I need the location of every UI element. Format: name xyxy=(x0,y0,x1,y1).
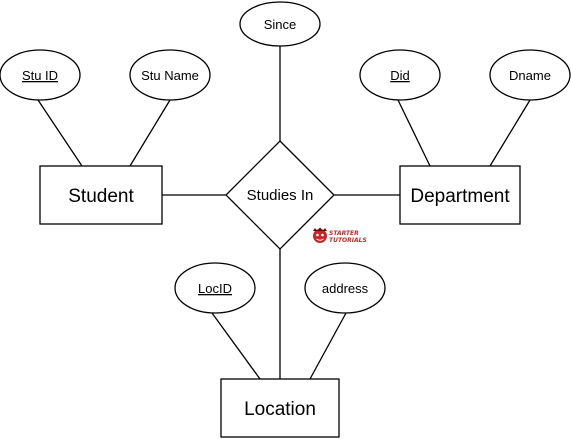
attribute-label: Since xyxy=(264,17,297,32)
relationship-diamond xyxy=(225,140,335,250)
attribute-since: Since xyxy=(239,1,321,47)
connectors xyxy=(37,45,531,380)
entity-box xyxy=(39,165,163,225)
key-attribute-label: Stu ID xyxy=(22,68,58,83)
attribute-label: Stu Name xyxy=(141,68,199,83)
entity-label: Department xyxy=(410,186,510,207)
attribute-ellipse xyxy=(489,49,571,101)
starter-tutorials-watermark: STARTER TUTORIALS xyxy=(313,227,367,244)
attribute-dname: Dname xyxy=(489,49,571,101)
entity-box xyxy=(220,378,340,438)
key-attribute-label: Did xyxy=(390,68,410,83)
edge-address-location xyxy=(309,312,347,380)
attribute-ellipse xyxy=(304,262,386,314)
edge-stuid-student xyxy=(37,99,83,167)
attribute-ellipse xyxy=(0,49,81,101)
key-attribute-label: LocID xyxy=(198,281,232,296)
relationship-studies-in: Studies In xyxy=(225,140,335,250)
attribute-label: address xyxy=(322,281,369,296)
edge-locid-location xyxy=(211,312,261,380)
attribute-address: address xyxy=(304,262,386,314)
entity-department: Department xyxy=(399,165,521,225)
attribute-stu-name: Stu Name xyxy=(129,49,211,101)
entity-label: Student xyxy=(68,186,134,207)
watermark-line-2: TUTORIALS xyxy=(329,237,367,244)
attribute-ellipse xyxy=(239,1,321,47)
attribute-label: Dname xyxy=(509,68,551,83)
relationship-label: Studies In xyxy=(247,187,314,204)
watermark-line-1: STARTER xyxy=(329,230,359,237)
entity-student: Student xyxy=(39,165,163,225)
edge-dname-department xyxy=(489,99,531,167)
attribute-locid: LocID xyxy=(174,262,256,314)
entity-label: Location xyxy=(244,399,316,420)
attribute-ellipse xyxy=(129,49,211,101)
attribute-stu-id: Stu ID xyxy=(0,49,81,101)
edge-stuname-student xyxy=(129,99,171,167)
edge-did-department xyxy=(397,99,431,167)
attribute-ellipse xyxy=(359,49,441,101)
mascot-icon xyxy=(313,227,327,243)
entity-location: Location xyxy=(220,378,340,438)
entity-box xyxy=(399,165,521,225)
attribute-ellipse xyxy=(174,262,256,314)
attribute-did: Did xyxy=(359,49,441,101)
